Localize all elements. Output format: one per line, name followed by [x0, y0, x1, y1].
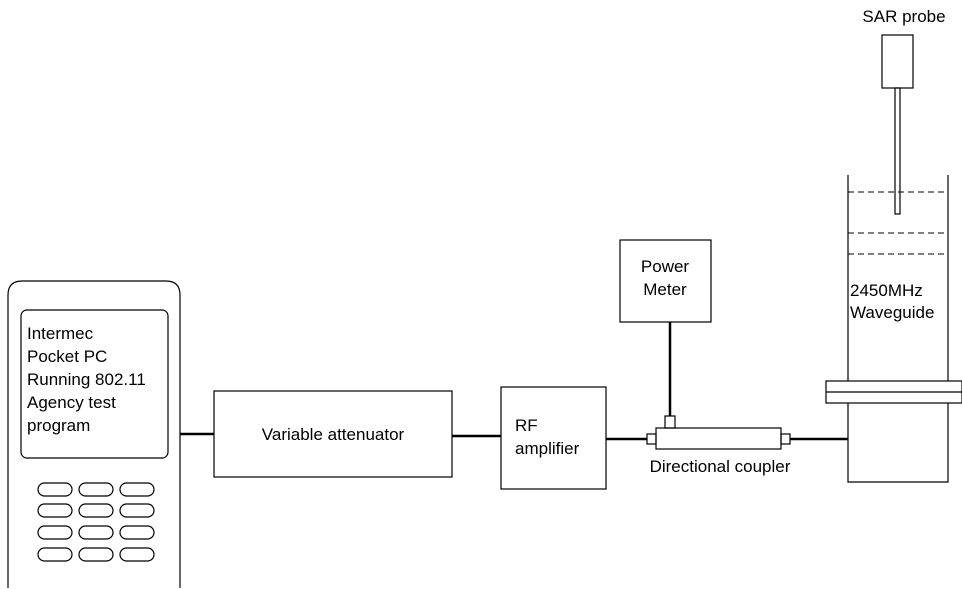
- attenuator-label: Variable attenuator: [262, 425, 405, 444]
- directional-coupler: Directional coupler: [646, 415, 791, 476]
- key: [119, 503, 155, 518]
- sar-probe-label: SAR probe: [862, 7, 945, 26]
- attenuator-box: [213, 390, 453, 478]
- pocket-pc-label-line-5: program: [27, 416, 90, 435]
- pocket-pc-label-line-2: Pocket PC: [27, 347, 107, 366]
- key: [119, 525, 155, 540]
- power-meter-label-line-1: Power: [641, 257, 690, 276]
- pocket-pc-device: Intermec Pocket PC Running 802.11 Agency…: [7, 280, 181, 588]
- rf-amplifier: RF amplifier: [500, 386, 607, 490]
- waveguide-label-line-1: 2450MHz: [850, 281, 923, 300]
- sar-probe: SAR probe: [862, 7, 946, 215]
- sar-probe-head: [881, 34, 914, 89]
- variable-attenuator: Variable attenuator: [213, 390, 453, 478]
- key: [119, 547, 155, 562]
- pocket-pc-label-line-4: Agency test: [27, 393, 116, 412]
- key: [78, 503, 114, 518]
- rf-amplifier-label-line-2: amplifier: [515, 439, 580, 458]
- key: [119, 482, 155, 497]
- power-meter-box: [619, 239, 712, 323]
- coupler-body: [655, 427, 782, 450]
- key: [78, 525, 114, 540]
- pocket-pc-label-line-3: Running 802.11: [27, 370, 146, 389]
- coupler-label: Directional coupler: [650, 457, 791, 476]
- key: [37, 503, 73, 518]
- waveguide: 2450MHz Waveguide: [825, 175, 962, 483]
- pocket-pc-body: [7, 280, 181, 588]
- key: [37, 547, 73, 562]
- keypad: [37, 482, 155, 562]
- key: [37, 525, 73, 540]
- key: [78, 547, 114, 562]
- key: [78, 482, 114, 497]
- power-meter-label-line-2: Meter: [643, 280, 687, 299]
- coupler-input-port: [646, 433, 657, 445]
- pocket-pc-label-line-1: Intermec: [27, 324, 94, 343]
- rf-amplifier-label-line-1: RF: [515, 416, 538, 435]
- coupler-side-port: [664, 415, 676, 429]
- pocket-pc-screen: [20, 309, 169, 459]
- waveguide-label-line-2: Waveguide: [850, 303, 934, 322]
- power-meter: Power Meter: [619, 239, 712, 323]
- coupler-output-port: [780, 433, 791, 445]
- sar-probe-rod: [894, 87, 901, 215]
- key: [37, 482, 73, 497]
- waveguide-body: [847, 175, 949, 483]
- rf-amplifier-box: [500, 386, 607, 490]
